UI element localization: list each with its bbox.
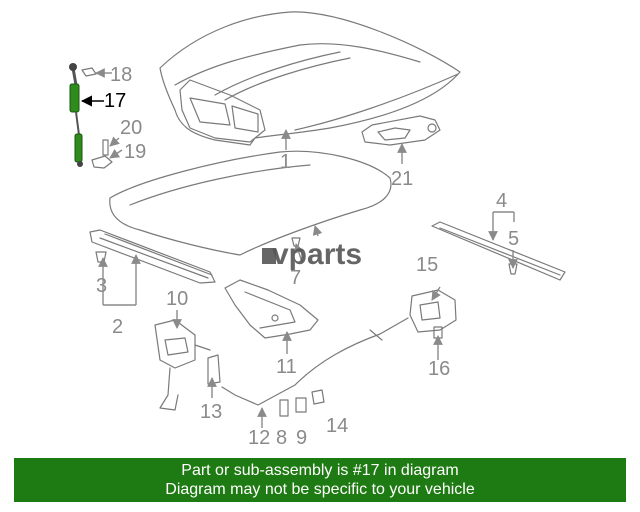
callout-13: 13 — [200, 401, 222, 423]
callout-19: 19 — [124, 141, 146, 163]
latch-support-11 — [224, 279, 319, 339]
callout-14: 14 — [326, 415, 348, 437]
callout-2: 2 — [112, 316, 123, 338]
vparts-watermark: vparts — [262, 238, 362, 271]
callout-3: 3 — [96, 275, 107, 297]
callout-17: 17 — [104, 90, 126, 112]
callout-21: 21 — [391, 168, 413, 190]
callout-4: 4 — [496, 190, 507, 212]
callout-12: 12 — [248, 427, 270, 449]
hood-inner-panel — [109, 150, 392, 256]
bumper-3 — [95, 251, 107, 263]
callout-10: 10 — [166, 288, 188, 310]
callout-16: 16 — [428, 358, 450, 380]
seal-2 — [89, 229, 216, 284]
callout-1: 1 — [280, 151, 291, 173]
hood-strut-17 — [69, 63, 83, 167]
callout-5: 5 — [508, 228, 519, 250]
pin-20 — [102, 139, 109, 156]
hood-latch-10 — [154, 319, 211, 411]
callout-9: 9 — [296, 427, 307, 449]
cap-9 — [295, 397, 307, 413]
bracket-15 — [409, 289, 457, 333]
hood-panel — [159, 11, 461, 146]
clip-14 — [311, 389, 325, 405]
callout-7: 7 — [290, 267, 301, 289]
seal-strip-4 — [431, 221, 566, 281]
release-cable-12 — [221, 317, 409, 406]
callout-18: 18 — [110, 64, 132, 86]
leader-lines — [80, 68, 518, 428]
bracket-19 — [91, 155, 113, 169]
banner-line-1: Part or sub-assembly is #17 in diagram — [181, 462, 459, 479]
clip-13 — [207, 354, 221, 385]
info-banner: Part or sub-assembly is #17 in diagram D… — [14, 458, 626, 502]
callout-15: 15 — [416, 254, 438, 276]
callout-20: 20 — [120, 117, 142, 139]
banner-line-2: Diagram may not be specific to your vehi… — [165, 481, 475, 498]
hood-latch-bracket — [361, 115, 441, 146]
callout-11: 11 — [276, 356, 297, 378]
grommet-8 — [279, 399, 289, 417]
callout-8: 8 — [276, 427, 287, 449]
clip-18 — [81, 67, 97, 77]
watermark-text: vparts — [272, 238, 362, 271]
callout-labels: 1 2 3 4 5 7 8 9 10 11 12 13 14 15 16 17 … — [96, 64, 519, 449]
